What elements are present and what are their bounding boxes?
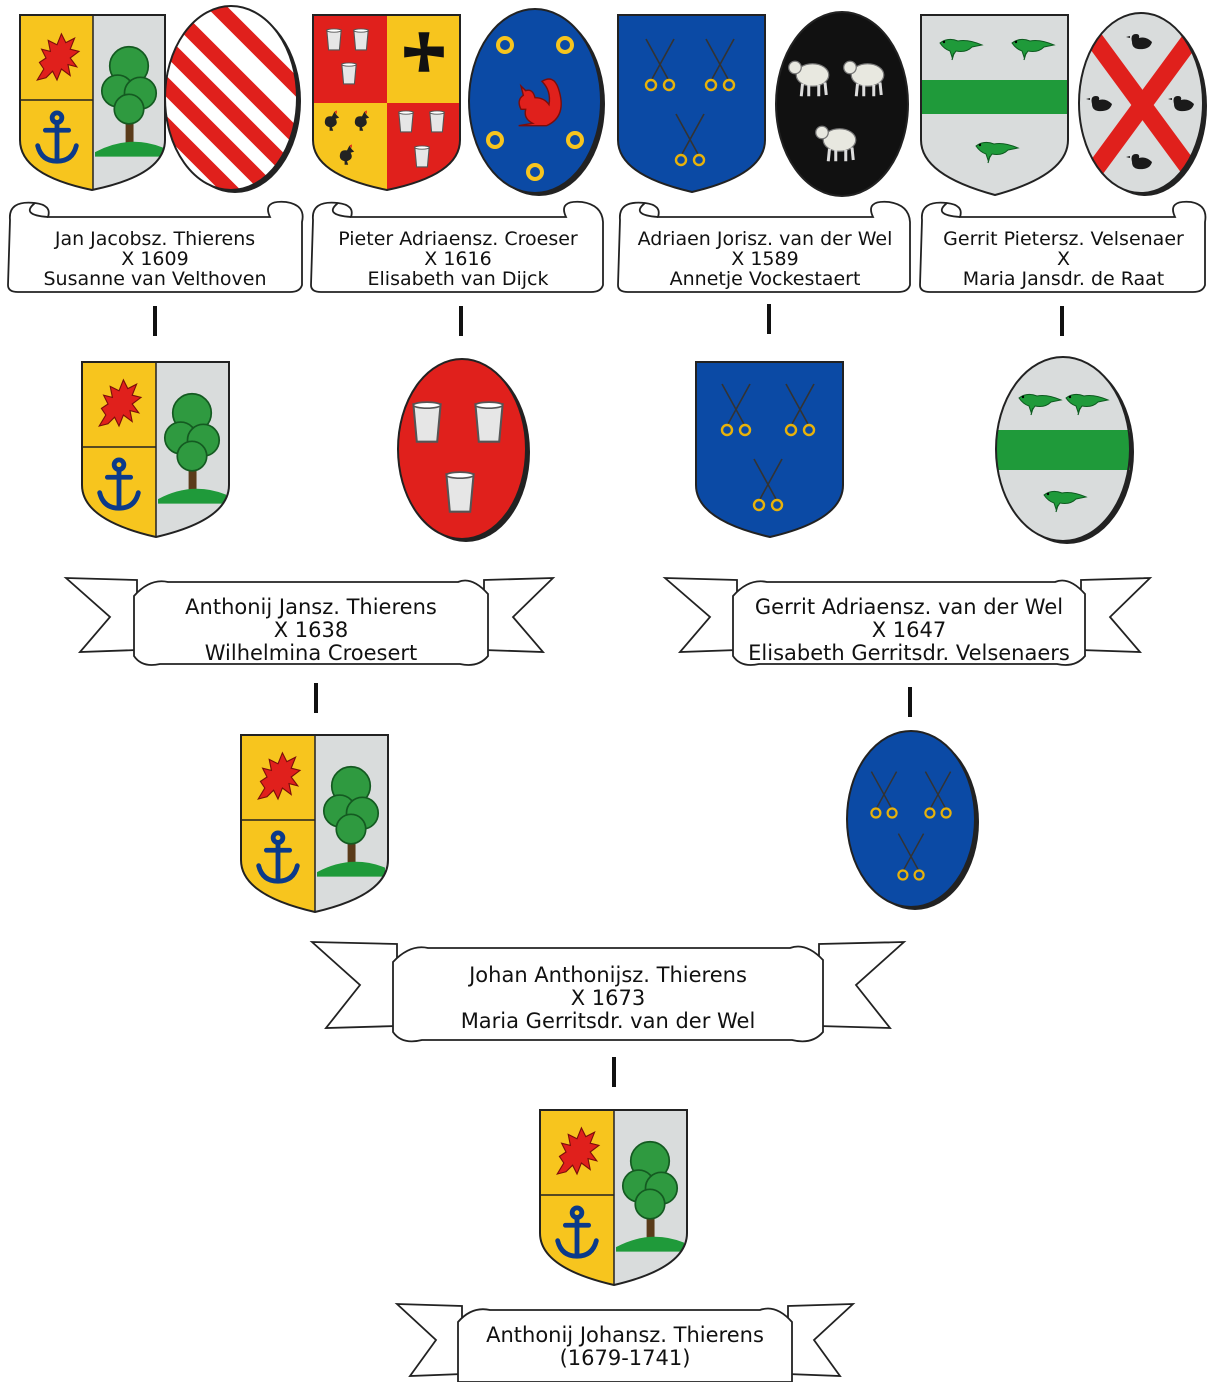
- couple-label-van-der-wel-1647: Gerrit Adriaensz. van der Wel X 1647 Eli…: [737, 596, 1081, 665]
- spouse-line: Elisabeth Gerritsdr. Velsenaers: [748, 641, 1070, 665]
- couple-label-croeser-1616: Pieter Adriaensz. Croeser X 1616 Elisabe…: [313, 229, 603, 289]
- saltire-oval: [1078, 12, 1207, 196]
- connectors-gen1: [153, 304, 1064, 336]
- spouse-line: Susanne van Velthoven: [43, 268, 267, 290]
- velsenaer-shield: [920, 14, 1069, 197]
- squirrel-oval: [468, 8, 605, 196]
- marriage-line: X 1673: [570, 986, 646, 1010]
- marriage-line: X 1647: [871, 618, 947, 642]
- top-scrolls: [7, 200, 1207, 293]
- thierens-shield-1: [19, 14, 166, 192]
- marriage-line: X 1638: [273, 618, 349, 642]
- van-der-wel-shield: [617, 14, 766, 194]
- gen4-ribbon: [394, 1303, 856, 1382]
- cups-oval: [397, 358, 530, 542]
- thierens-shield-2: [81, 361, 230, 539]
- marriage-line: X 1589: [731, 248, 799, 270]
- marriage-line: X: [1056, 248, 1071, 270]
- name-line: Adriaen Jorisz. van der Wel: [637, 228, 893, 250]
- spouse-line: Elisabeth van Dijck: [367, 268, 549, 290]
- spouse-line: Annetje Vockestaert: [669, 268, 861, 290]
- marriage-line: X 1609: [121, 248, 189, 270]
- thierens-shield-3: [240, 734, 389, 914]
- gen3-ribbon: [309, 941, 907, 1043]
- velsenaer-oval: [995, 356, 1134, 544]
- thierens-shield-4: [539, 1109, 688, 1287]
- van-der-wel-shield-2: [695, 361, 844, 539]
- name-line: Pieter Adriaensz. Croeser: [338, 228, 578, 250]
- marriage-line: X 1616: [424, 248, 492, 270]
- name-line: Johan Anthonijsz. Thierens: [469, 963, 747, 987]
- spouse-line: Maria Gerritsdr. van der Wel: [460, 1009, 756, 1033]
- person-label-anthonij-johansz: Anthonij Johansz. Thierens (1679-1741): [462, 1324, 788, 1370]
- spouse-line: Wilhelmina Croesert: [204, 641, 418, 665]
- couple-label-thierens-1638: Anthonij Jansz. Thierens X 1638 Wilhelmi…: [138, 596, 484, 665]
- croeser-shield: [312, 14, 461, 192]
- lifespan-line: (1679-1741): [559, 1346, 691, 1370]
- couple-label-thierens-1609: Jan Jacobsz. Thierens X 1609 Susanne van…: [10, 229, 300, 289]
- gen2-ribbons: [63, 577, 1153, 666]
- name-line: Gerrit Pietersz. Velsenaer: [943, 228, 1184, 250]
- connectors-gen2: [314, 683, 912, 717]
- name-line: Gerrit Adriaensz. van der Wel: [754, 595, 1064, 619]
- name-line: Jan Jacobsz. Thierens: [54, 228, 256, 250]
- name-line: Anthonij Jansz. Thierens: [185, 595, 437, 619]
- spouse-line: Maria Jansdr. de Raat: [962, 268, 1165, 290]
- name-line: Anthonij Johansz. Thierens: [486, 1323, 764, 1347]
- scissors-oval: [846, 730, 979, 910]
- couple-label-velsenaer: Gerrit Pietersz. Velsenaer X Maria Jansd…: [922, 229, 1205, 289]
- couple-label-van-der-wel-1589: Adriaen Jorisz. van der Wel X 1589 Annet…: [620, 229, 910, 289]
- sheep-oval: [775, 11, 909, 197]
- bend-stripes-oval: [164, 5, 301, 193]
- couple-label-thierens-1673: Johan Anthonijsz. Thierens X 1673 Maria …: [398, 964, 818, 1033]
